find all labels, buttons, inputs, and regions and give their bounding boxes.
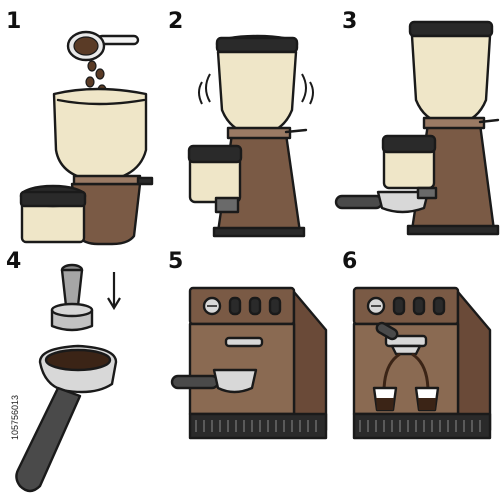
espresso-machine-pouring-two-cups-icon	[352, 286, 492, 440]
grinder-with-portafilter-icon	[334, 20, 500, 236]
side-id-text: 105756013	[10, 395, 20, 440]
step-6-number: 6	[342, 249, 357, 274]
espresso-cup-right	[414, 386, 440, 412]
pour-beans-into-grinder-icon	[19, 30, 154, 246]
coffee-canister	[19, 184, 87, 244]
step-2-number: 2	[168, 9, 183, 34]
portafilter	[334, 186, 438, 214]
grinder-base	[70, 174, 154, 246]
step-4-number: 4	[6, 249, 21, 274]
attached-portafilter	[375, 321, 428, 356]
catch-canister	[187, 144, 243, 214]
espresso-cup-left	[372, 386, 398, 412]
scoop-icon	[66, 30, 140, 62]
tamper	[50, 263, 94, 332]
step-3-number: 3	[342, 9, 357, 34]
step-1-number: 1	[6, 9, 21, 34]
espresso-machine-with-portafilter-icon	[170, 286, 328, 440]
step-5-number: 5	[168, 249, 183, 274]
tamper-and-portafilter-icon	[15, 263, 121, 493]
portafilter	[170, 368, 258, 394]
portafilter-basket	[38, 344, 118, 394]
arrow-down-icon	[107, 272, 121, 311]
vibration-marks	[198, 73, 314, 105]
grinder-hopper	[52, 87, 148, 182]
grinding-grinder-icon	[187, 34, 314, 238]
